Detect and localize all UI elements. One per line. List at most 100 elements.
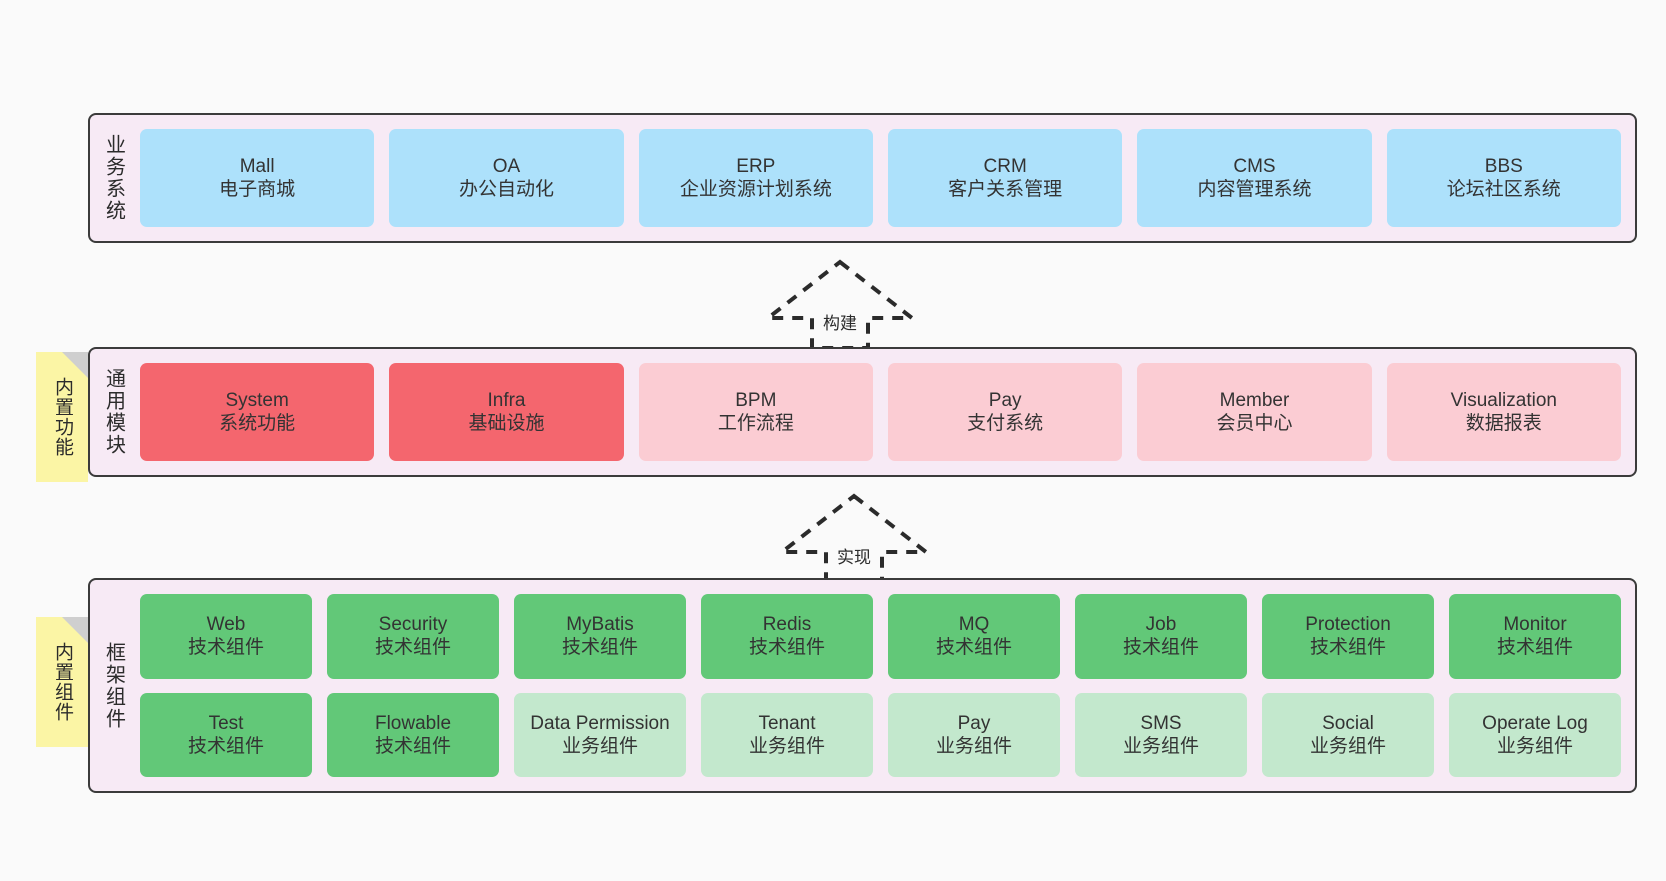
card-subtitle: 系统功能 — [219, 413, 296, 434]
card-subtitle: 业务组件 — [1309, 735, 1386, 757]
module-card-erp[interactable]: ERP 企业资源计划系统 — [638, 129, 873, 227]
card-title: Pay — [957, 712, 991, 734]
card-title: Infra — [487, 389, 526, 411]
component-card-mybatis[interactable]: MyBatis 技术组件 — [514, 594, 686, 679]
page-fold-icon — [62, 617, 88, 643]
sticky-note-builtin-components: 内置组件 — [36, 617, 88, 747]
card-subtitle: 业务组件 — [1122, 735, 1199, 757]
card-title: SMS — [1140, 712, 1182, 734]
card-subtitle: 业务组件 — [935, 735, 1012, 757]
module-card-oa[interactable]: OA 办公自动化 — [389, 129, 624, 227]
card-subtitle: 技术组件 — [187, 735, 264, 757]
card-subtitle: 技术组件 — [748, 637, 825, 659]
component-card-job[interactable]: Job 技术组件 — [1075, 594, 1247, 679]
layer-body-modules: System 系统功能 Infra 基础设施 BPM 工作流程 Pay 支付系统… — [136, 349, 1635, 475]
card-subtitle: 会员中心 — [1216, 413, 1293, 434]
card-title: OA — [492, 155, 521, 177]
component-card-monitor[interactable]: Monitor 技术组件 — [1449, 594, 1621, 679]
layer-title-modules: 通用模块 — [102, 368, 125, 456]
row: System 系统功能 Infra 基础设施 BPM 工作流程 Pay 支付系统… — [140, 363, 1621, 461]
card-title: BBS — [1484, 155, 1523, 177]
card-title: Flowable — [374, 712, 452, 734]
layer-title-framework: 框架组件 — [102, 641, 125, 730]
component-card-redis[interactable]: Redis 技术组件 — [701, 594, 873, 679]
module-card-pay[interactable]: Pay 支付系统 — [887, 363, 1123, 461]
card-title: Security — [378, 614, 448, 636]
card-subtitle: 电子商城 — [219, 179, 296, 200]
card-subtitle: 技术组件 — [561, 637, 638, 659]
card-title: Test — [208, 712, 244, 734]
card-title: Monitor — [1503, 614, 1567, 636]
card-subtitle: 工作流程 — [717, 413, 794, 434]
module-card-crm[interactable]: CRM 客户关系管理 — [887, 129, 1123, 227]
component-card-test[interactable]: Test 技术组件 — [140, 692, 312, 777]
card-subtitle: 支付系统 — [967, 413, 1044, 434]
component-card-flowable[interactable]: Flowable 技术组件 — [327, 692, 499, 777]
component-card-mq[interactable]: MQ 技术组件 — [888, 594, 1060, 679]
card-subtitle: 基础设施 — [468, 413, 545, 434]
card-subtitle: 技术组件 — [1309, 637, 1386, 659]
card-title: Job — [1145, 614, 1177, 636]
card-subtitle: 技术组件 — [374, 735, 451, 757]
component-card-pay[interactable]: Pay 业务组件 — [888, 692, 1060, 777]
page-fold-icon — [62, 352, 88, 378]
component-card-operate-log[interactable]: Operate Log 业务组件 — [1449, 692, 1621, 777]
card-title: Pay — [988, 389, 1022, 411]
card-title: Protection — [1305, 614, 1391, 636]
card-subtitle: 客户关系管理 — [948, 179, 1063, 200]
card-subtitle: 技术组件 — [187, 637, 264, 659]
card-title: Member — [1219, 389, 1290, 411]
card-title: Mall — [239, 155, 275, 177]
card-title: Web — [206, 614, 246, 636]
card-subtitle: 业务组件 — [748, 735, 825, 757]
component-card-web[interactable]: Web 技术组件 — [140, 594, 312, 679]
module-card-member[interactable]: Member 会员中心 — [1137, 363, 1372, 461]
component-card-tenant[interactable]: Tenant 业务组件 — [701, 692, 873, 777]
layer-framework-components: 框架组件 Web 技术组件 Security 技术组件 MyBatis 技术组件… — [88, 578, 1637, 793]
card-subtitle: 内容管理系统 — [1197, 179, 1312, 200]
sticky-note-text: 内置功能 — [51, 377, 73, 457]
sticky-note-text: 内置组件 — [51, 642, 73, 722]
row: Web 技术组件 Security 技术组件 MyBatis 技术组件 Redi… — [140, 594, 1621, 679]
card-subtitle: 技术组件 — [374, 637, 451, 659]
card-subtitle: 业务组件 — [561, 735, 638, 757]
card-title: CRM — [983, 155, 1027, 177]
card-title: MyBatis — [566, 614, 634, 636]
card-title: Tenant — [758, 712, 816, 734]
component-card-security[interactable]: Security 技术组件 — [327, 594, 499, 679]
card-subtitle: 数据报表 — [1465, 413, 1542, 434]
card-subtitle: 论坛社区系统 — [1446, 179, 1561, 200]
layer-common-modules: 通用模块 System 系统功能 Infra 基础设施 BPM 工作流程 Pay… — [88, 347, 1637, 477]
card-title: ERP — [736, 155, 776, 177]
generalization-arrow-build: 构建 — [760, 256, 920, 352]
module-card-bpm[interactable]: BPM 工作流程 — [638, 363, 873, 461]
card-title: CMS — [1233, 155, 1276, 177]
card-title: BPM — [735, 389, 777, 411]
card-title: Redis — [762, 614, 812, 636]
card-title: Operate Log — [1482, 712, 1588, 734]
row: Test 技术组件 Flowable 技术组件 Data Permission … — [140, 692, 1621, 777]
card-title: System — [225, 389, 289, 411]
component-card-data-permission[interactable]: Data Permission 业务组件 — [514, 692, 686, 777]
card-subtitle: 技术组件 — [1122, 637, 1199, 659]
row: Mall 电子商城 OA 办公自动化 ERP 企业资源计划系统 CRM 客户关系… — [140, 129, 1621, 227]
card-subtitle: 技术组件 — [1496, 637, 1573, 659]
module-card-visualization[interactable]: Visualization 数据报表 — [1386, 363, 1621, 461]
component-card-sms[interactable]: SMS 业务组件 — [1075, 692, 1247, 777]
card-title: Social — [1322, 712, 1374, 734]
sticky-note-builtin-features: 内置功能 — [36, 352, 88, 482]
module-card-cms[interactable]: CMS 内容管理系统 — [1137, 129, 1372, 227]
module-card-mall[interactable]: Mall 电子商城 — [140, 129, 375, 227]
card-title: Data Permission — [530, 712, 670, 734]
component-card-social[interactable]: Social 业务组件 — [1262, 692, 1434, 777]
card-title: MQ — [958, 614, 990, 636]
layer-business-systems: 业务系统 Mall 电子商城 OA 办公自动化 ERP 企业资源计划系统 CRM… — [88, 113, 1637, 243]
module-card-bbs[interactable]: BBS 论坛社区系统 — [1386, 129, 1621, 227]
module-card-infra[interactable]: Infra 基础设施 — [389, 363, 624, 461]
module-card-system[interactable]: System 系统功能 — [140, 363, 375, 461]
card-subtitle: 业务组件 — [1496, 735, 1573, 757]
layer-title-business: 业务系统 — [102, 134, 125, 222]
card-title: Visualization — [1450, 389, 1557, 411]
component-card-protection[interactable]: Protection 技术组件 — [1262, 594, 1434, 679]
